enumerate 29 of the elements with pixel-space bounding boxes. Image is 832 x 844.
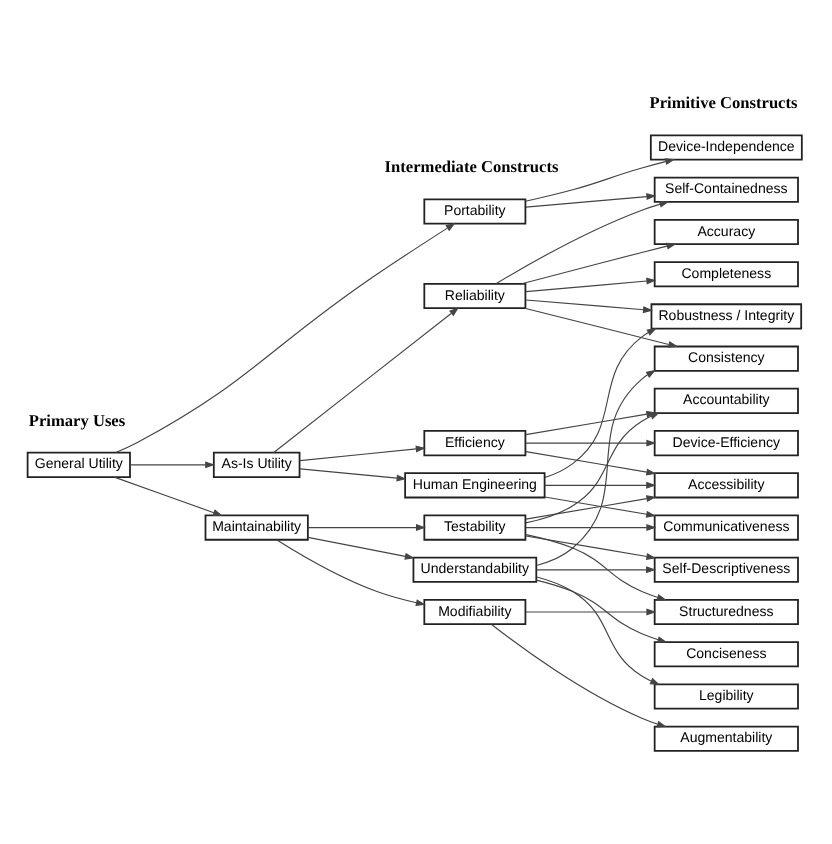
arrow [525,495,657,520]
arrow [299,468,407,482]
arrow [307,536,415,560]
arrow [275,539,426,607]
arrow [525,534,667,601]
arrow [273,307,460,453]
arrow [535,566,657,574]
arrow [525,277,657,293]
arrow [544,496,657,518]
arrow [524,158,676,202]
arrow [525,535,657,560]
arrow [535,579,668,643]
arrow [299,445,426,462]
arrow [115,222,456,454]
arrow [536,576,661,685]
arrow [525,451,657,476]
arrow [113,476,223,516]
arrow [491,623,667,728]
arrow [525,524,657,532]
arrow [495,200,670,285]
arrow [525,299,653,314]
arrow [521,242,677,285]
arrow [129,461,216,469]
arrow [525,193,657,208]
arrow [524,307,679,348]
arrow [307,524,426,532]
arrow [525,439,657,447]
arrow [544,481,657,489]
arrow [525,608,657,616]
